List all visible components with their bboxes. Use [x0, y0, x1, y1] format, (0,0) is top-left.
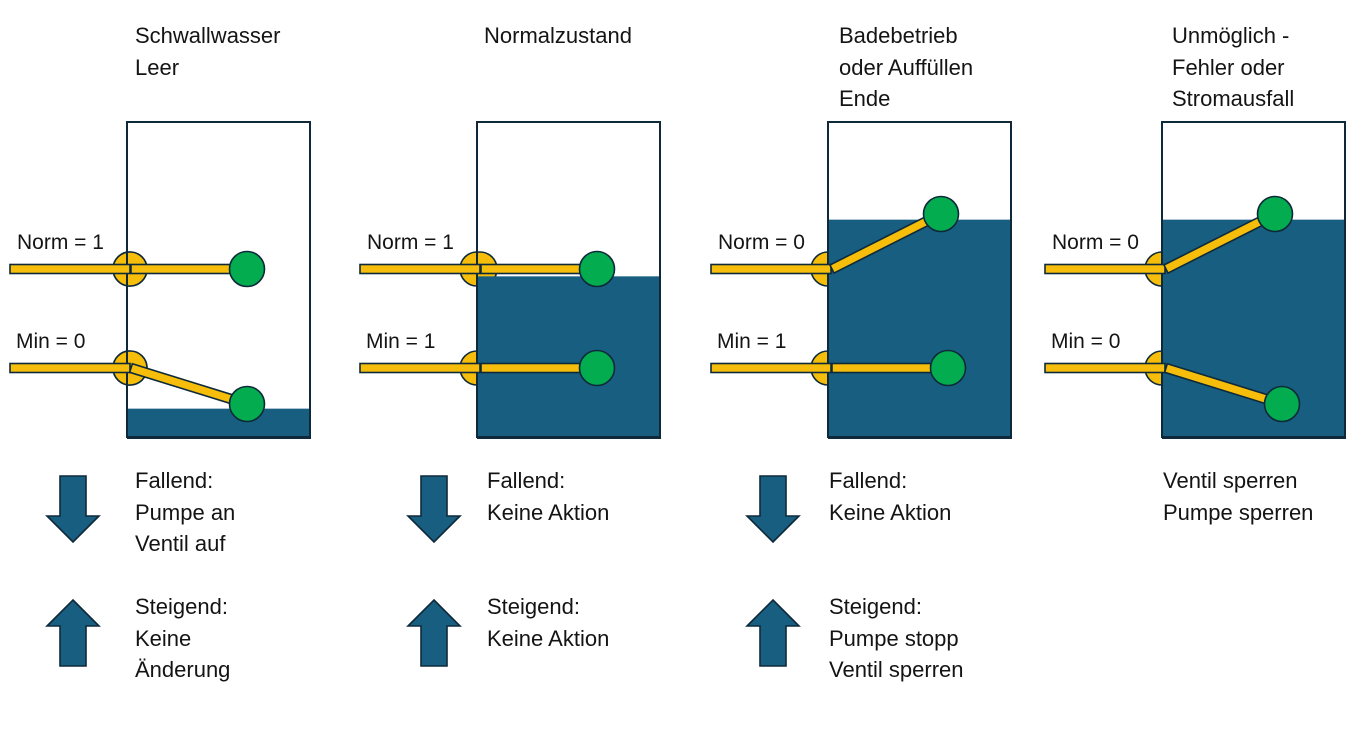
- panel-4-title-line: Stromausfall: [1172, 86, 1295, 111]
- panel-2-min-cable: [359, 362, 481, 374]
- panel-1-norm-label: Norm = 1: [17, 231, 104, 254]
- panel-1-norm-cable: [9, 263, 131, 275]
- panel-3-rising-action: Pumpe stopp: [829, 625, 959, 651]
- panel-3-norm-label: Norm = 0: [718, 231, 805, 254]
- panel-3-title-line: Badebetrieb: [839, 23, 958, 48]
- panel-4-norm-label: Norm = 0: [1052, 231, 1139, 254]
- panel-2-rising-action: Keine Aktion: [487, 625, 610, 651]
- panel-4-min-cable: [1044, 362, 1166, 374]
- panel-2-falling-arrow-icon: [406, 475, 462, 544]
- panel-1-min-cable: [9, 362, 131, 374]
- panel-3-min-float: [929, 349, 967, 387]
- panel-2-water: [477, 276, 660, 437]
- panel-3-title-line: Ende: [839, 86, 891, 111]
- panel-1-rising-action: Änderung: [135, 657, 231, 682]
- panel-3-falling-arrow-icon: [745, 475, 801, 544]
- panel-1-rising-arrow-icon: [45, 598, 101, 667]
- panel-4-min-float: [1263, 385, 1301, 423]
- panel-4-note-line: Ventil sperren: [1163, 468, 1298, 493]
- panel-2-rising-label: Steigend:: [487, 594, 580, 619]
- panel-1-title-line: Leer: [135, 54, 180, 80]
- panel-1-falling-arrow-icon: [45, 475, 101, 544]
- panel-3-min-label: Min = 1: [717, 330, 787, 353]
- panel-3-rising-arrow-icon: [745, 598, 801, 667]
- panel-3-rising-action: Ventil sperren: [829, 657, 964, 682]
- panel-2-falling-label: Fallend:: [487, 468, 566, 493]
- panel-1-norm-float: [228, 250, 266, 288]
- panel-4-min-label: Min = 0: [1051, 330, 1121, 353]
- panel-1-title-line: Schwallwasser: [135, 23, 281, 48]
- panel-3-min-cable: [710, 362, 832, 374]
- panel-2-min-float: [578, 349, 616, 387]
- panel-2-norm-label: Norm = 1: [367, 231, 454, 254]
- panel-1-rising-label: Steigend:: [135, 594, 228, 619]
- panel-1-falling-label: Fallend:: [135, 468, 214, 493]
- panel-2-title-line: Normalzustand: [484, 23, 632, 48]
- panel-4-norm-float: [1256, 195, 1294, 233]
- panel-3-norm-cable: [710, 263, 832, 275]
- panel-4-note-line: Pumpe sperren: [1163, 499, 1314, 525]
- panel-4-norm-cable: [1044, 263, 1166, 275]
- panel-1-falling-action: Ventil auf: [135, 531, 226, 556]
- panel-1-min-float: [228, 385, 266, 423]
- panel-1-falling-action: Pumpe an: [135, 499, 236, 525]
- panel-4-title-line: Fehler oder: [1172, 54, 1285, 80]
- panel-1-rising-action: Keine: [135, 625, 192, 651]
- panel-2-norm-cable: [359, 263, 481, 275]
- panel-1-tank-background: [127, 122, 310, 437]
- panel-1-min-label: Min = 0: [16, 330, 86, 353]
- panel-2-min-label: Min = 1: [366, 330, 436, 353]
- panel-3-norm-float: [922, 195, 960, 233]
- panel-2-falling-action: Keine Aktion: [487, 499, 610, 525]
- panel-3-title-line: oder Auffüllen: [839, 54, 974, 80]
- panel-2-rising-arrow-icon: [406, 598, 462, 667]
- panel-2-norm-float: [578, 250, 616, 288]
- panel-3-falling-label: Fallend:: [829, 468, 908, 493]
- panel-1-water: [127, 408, 310, 437]
- panel-4-title-line: Unmöglich -: [1172, 23, 1290, 48]
- panel-3-rising-label: Steigend:: [829, 594, 922, 619]
- panel-3-falling-action: Keine Aktion: [829, 499, 952, 525]
